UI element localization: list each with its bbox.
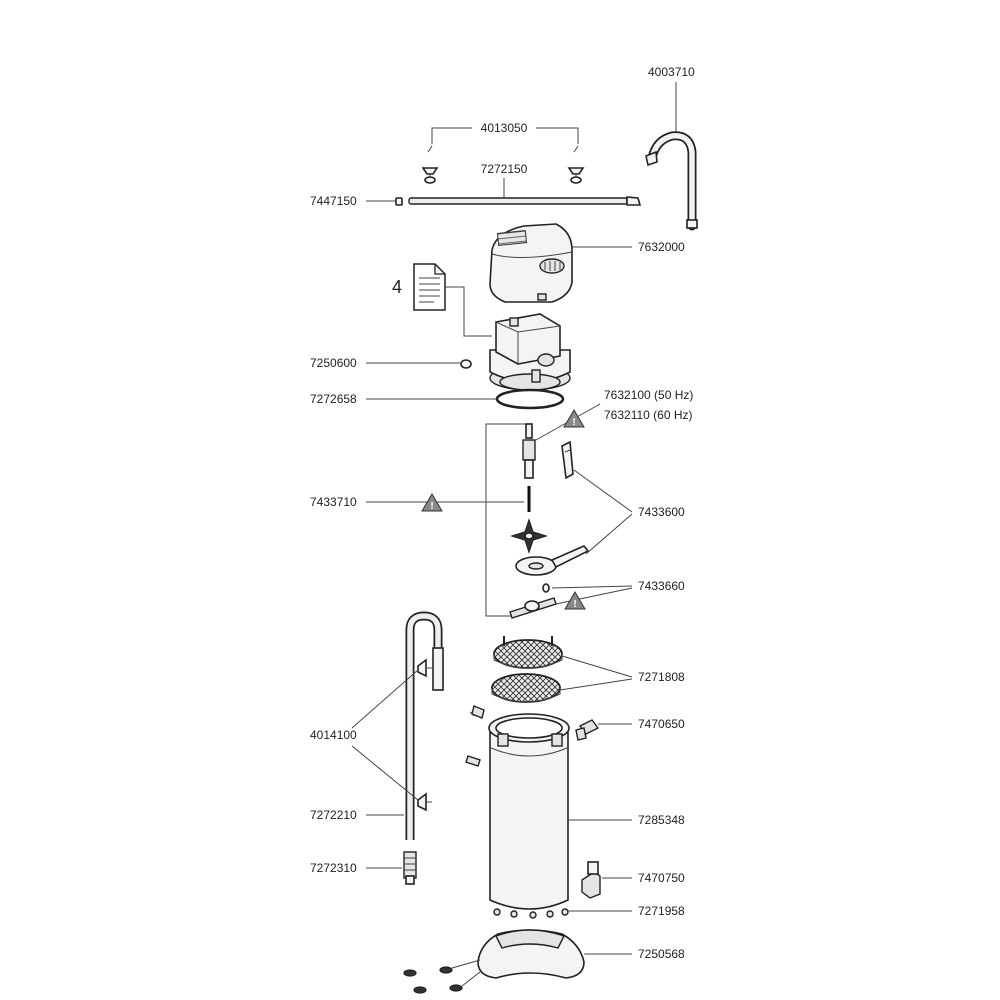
label-7632100: 7632100 (50 Hz) <box>604 388 693 402</box>
label-7272210: 7272210 <box>310 808 357 822</box>
head-seal <box>495 388 565 410</box>
label-4003710: 4003710 <box>648 65 695 79</box>
leader-manual <box>445 286 492 337</box>
spray-bar <box>408 196 642 206</box>
intake-suction-cup-upper <box>417 658 432 678</box>
svg-text:!: ! <box>572 417 575 428</box>
label-7271958: 7271958 <box>638 904 685 918</box>
impeller-cover <box>515 545 590 576</box>
rubber-bearing <box>561 440 574 480</box>
filter-tray-upper <box>493 636 563 669</box>
label-7271808: 7271808 <box>638 670 685 684</box>
bearing-ring <box>542 583 550 593</box>
label-7433600: 7433600 <box>638 505 685 519</box>
label-7470650: 7470650 <box>638 717 685 731</box>
label-4014100: 4014100 <box>310 728 357 742</box>
canister-base <box>477 929 585 979</box>
intake-strainer <box>403 851 417 885</box>
suction-cup-bracket <box>427 127 579 153</box>
pump-assembly-bracket <box>485 423 528 617</box>
elbow-connector <box>581 861 601 899</box>
warning-triangle-icon: ! <box>563 409 585 428</box>
clip-left-lower <box>465 755 481 767</box>
warning-triangle-icon: ! <box>421 493 443 512</box>
intake-suction-cup-lower <box>417 792 432 812</box>
svg-text:!: ! <box>573 599 576 610</box>
impeller-shaft-top <box>522 423 536 479</box>
label-4013050: 4013050 <box>481 121 528 135</box>
label-7632110: 7632110 (60 Hz) <box>604 408 693 422</box>
label-7285348: 7285348 <box>638 813 685 827</box>
leader-7433600 <box>573 469 633 555</box>
outlet-pipe <box>645 131 698 231</box>
impeller <box>509 518 549 554</box>
label-7632000: 7632000 <box>638 240 685 254</box>
document-icon <box>413 263 446 311</box>
canister-feet <box>493 908 569 919</box>
label-7433710: 7433710 <box>310 495 357 509</box>
bearing-holder <box>509 597 557 619</box>
leader-4014100 <box>351 669 419 801</box>
clip-left-upper <box>469 705 485 719</box>
filter-tray-lower <box>491 673 561 703</box>
end-cap <box>394 197 403 206</box>
label-7433660: 7433660 <box>638 579 685 593</box>
suction-cup-right <box>567 167 585 184</box>
label-7250568: 7250568 <box>638 947 685 961</box>
motor-cover <box>489 223 573 303</box>
label-7272310: 7272310 <box>310 861 357 875</box>
canister <box>488 713 570 910</box>
label-7272150: 7272150 <box>481 162 528 176</box>
clip-right <box>575 719 600 741</box>
label-7272658: 7272658 <box>310 392 357 406</box>
label-7470750: 7470750 <box>638 871 685 885</box>
label-7250600: 7250600 <box>310 356 357 370</box>
label-7447150: 7447150 <box>310 194 357 208</box>
motor-head <box>489 313 571 391</box>
leader-7433660 <box>551 585 633 605</box>
svg-text:!: ! <box>430 501 433 512</box>
suction-cup-left <box>421 167 439 184</box>
manual-number: 4 <box>392 277 402 297</box>
o-ring <box>460 359 472 369</box>
warning-triangle-icon: ! <box>564 591 586 610</box>
leader-7271808 <box>559 655 633 691</box>
rubber-pads <box>403 959 481 994</box>
intake-pipe <box>405 611 444 840</box>
